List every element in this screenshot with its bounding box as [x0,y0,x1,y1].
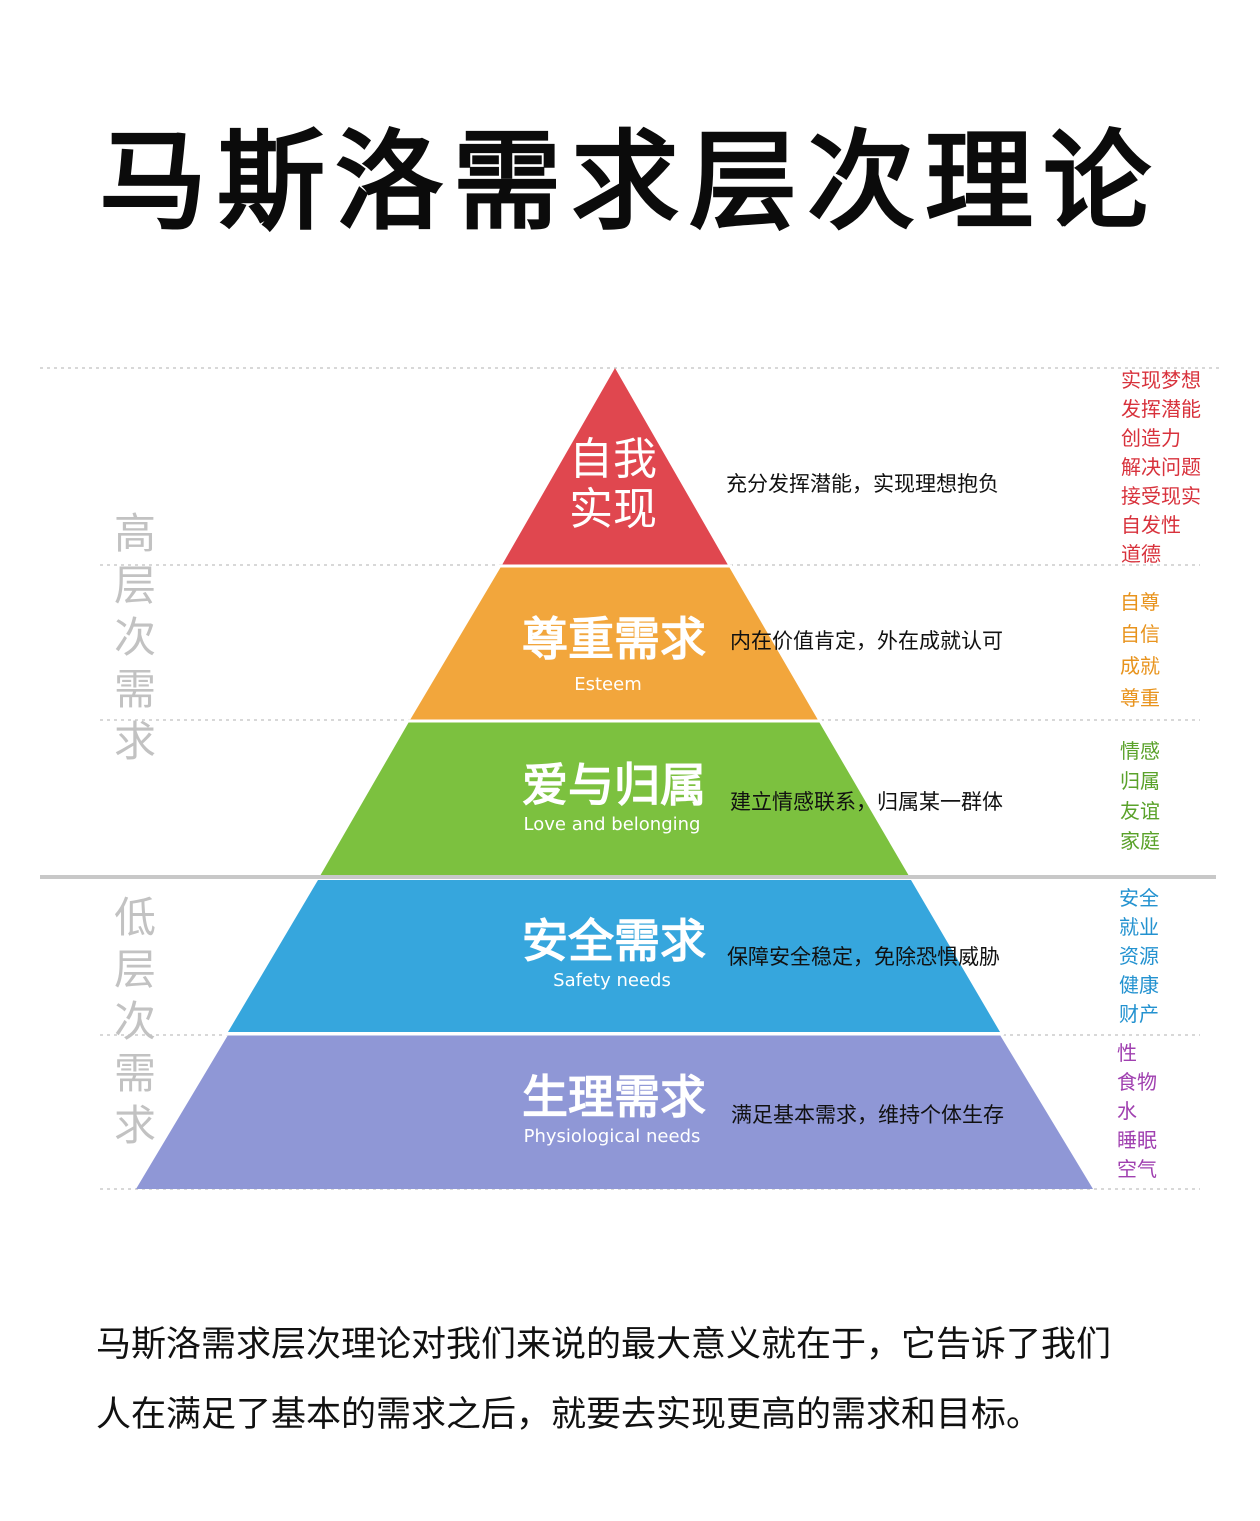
low-level-needs-label: 低 层 次 需 求 [113,893,156,1150]
layer-esteem-description: 内在价值肯定，外在成就认可 [730,629,1003,653]
layer-safety-english: Safety needs [553,970,671,991]
footer-text: 马斯洛需求层次理论对我们来说的最大意义就在于，它告诉了我们 人在满足了基本的需求… [96,1325,1112,1435]
layer-physiological-english: Physiological needs [523,1126,701,1147]
layer-self-actualization-keywords: 实现梦想 发挥潜能 创造力 解决问题 接受现实 自发性 道德 [1121,368,1201,566]
layer-love-keywords: 情感 归属 友谊 家庭 [1120,739,1160,853]
layer-esteem-english: Esteem [574,674,642,695]
layer-esteem-keywords: 自尊 自信 成就 尊重 [1120,590,1160,710]
layer-self-actualization-shape [502,368,728,565]
layer-physiological-description: 满足基本需求，维持个体生存 [731,1103,1004,1127]
layer-love-description: 建立情感联系，归属某一群体 [730,790,1003,814]
layer-physiological-keywords: 性 食物 水 睡眠 空气 [1117,1041,1157,1181]
layer-safety-description: 保障安全稳定，免除恐惧威胁 [727,945,1000,969]
layer-love-shape [320,720,909,876]
layer-esteem-shape [410,565,818,720]
layer-physiological-shape [136,1035,1093,1189]
page-title: 马斯洛需求层次理论 [98,120,1161,245]
high-level-needs-label: 高 层 次 需 求 [113,509,156,766]
layer-self-actualization-title: 自我 实现 [569,434,657,535]
layer-self-actualization-description: 充分发挥潜能，实现理想抱负 [726,472,999,496]
layer-safety-keywords: 安全 就业 资源 健康 财产 [1119,886,1159,1026]
layer-love-title: 爱与归属 [522,758,706,812]
layer-physiological-title: 生理需求 [522,1070,706,1124]
layer-love-english: Love and belonging [523,814,701,835]
layer-safety-title: 安全需求 [522,914,706,968]
layer-esteem-title: 尊重需求 [522,612,706,666]
layer-safety-shape [228,880,1000,1032]
